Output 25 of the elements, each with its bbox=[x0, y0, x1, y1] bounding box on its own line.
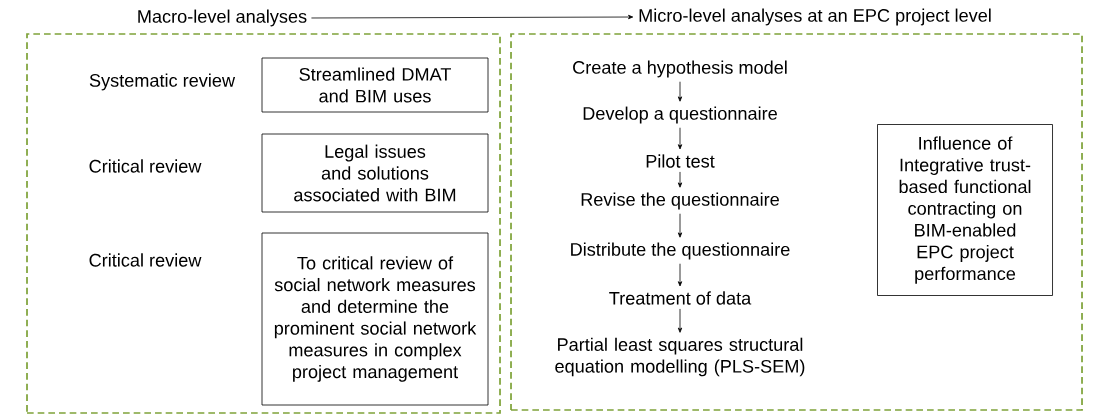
step-text: Develop a questionnaire bbox=[583, 106, 777, 124]
step-text: Treatment of data bbox=[609, 291, 752, 305]
step-text: Distribute the questionnaire bbox=[571, 242, 790, 260]
step-text: Partial least squares structural equation modelling (PLS-SEM) bbox=[555, 337, 805, 377]
arrow bbox=[677, 127, 683, 150]
step-text: Revise the questionnaire bbox=[581, 192, 779, 210]
process-box: Influence of Integrative trust-based functional contracting on BIM-enabled EPC project performance bbox=[877, 124, 1053, 296]
section-heading: Micro-level analyses at an EPC project level bbox=[639, 8, 991, 26]
arrow bbox=[677, 263, 683, 287]
process-box: Legal issues and solutions associated with BIM bbox=[261, 133, 489, 213]
arrow bbox=[677, 171, 683, 188]
arrow bbox=[677, 81, 683, 102]
arrow bbox=[677, 308, 683, 333]
arrow bbox=[311, 14, 634, 20]
arrow bbox=[677, 213, 683, 238]
method-label: Critical review bbox=[89, 159, 202, 173]
step-text: Pilot test bbox=[646, 154, 715, 168]
process-box: To critical review of social network measures and determine the prominent social network measures in complex project management bbox=[261, 232, 489, 406]
method-label: Critical review bbox=[89, 253, 202, 267]
dashed-panel bbox=[510, 33, 1083, 411]
method-label: Systematic review bbox=[89, 73, 236, 91]
section-heading: Macro-level analyses bbox=[138, 9, 307, 27]
process-box: Streamlined DMAT and BIM uses bbox=[261, 57, 489, 113]
step-text: Create a hypothesis model bbox=[573, 60, 787, 78]
dashed-panel bbox=[26, 33, 501, 414]
